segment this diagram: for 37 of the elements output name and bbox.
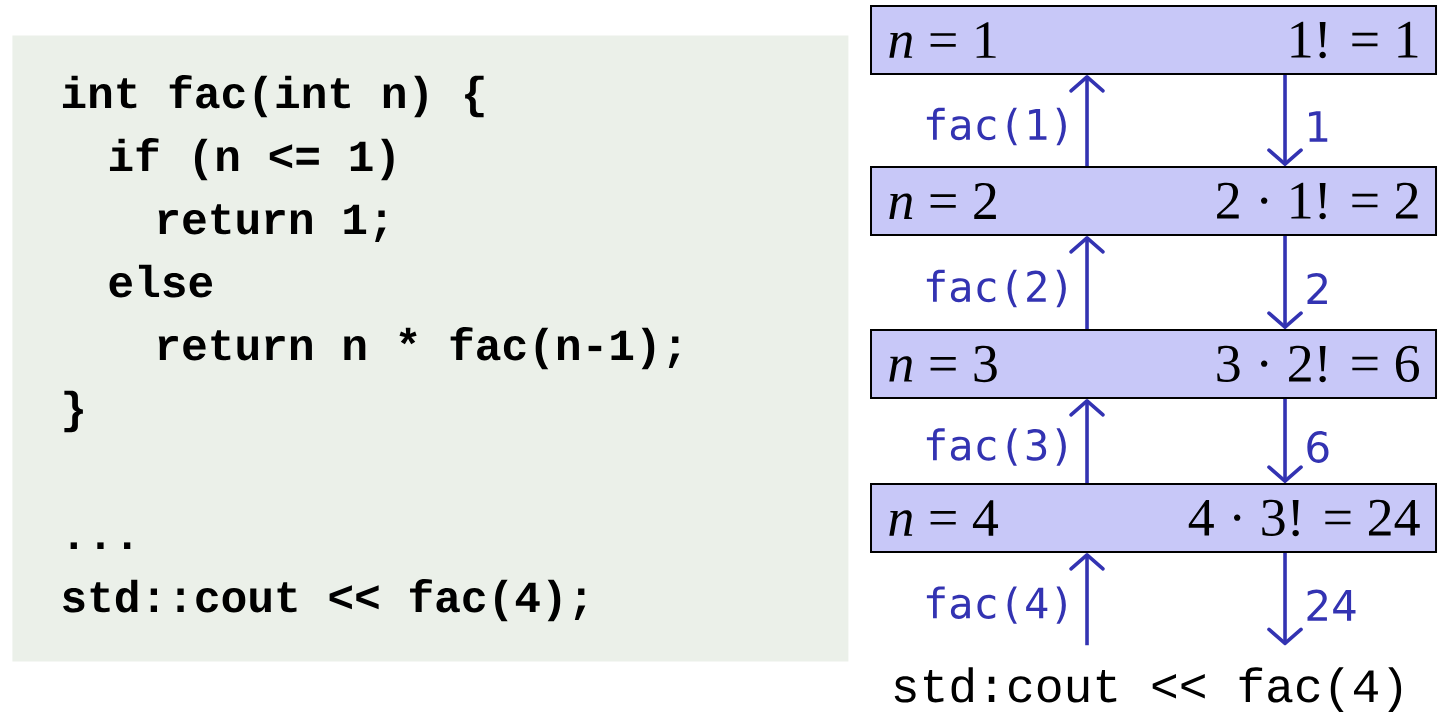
parameter-text: n = 3 xyxy=(889,345,997,383)
arrow xyxy=(1267,75,1303,166)
arrow xyxy=(1069,399,1105,483)
result-text: 3 · 2! = 6 xyxy=(1217,345,1419,383)
parameter-text: n = 2 xyxy=(889,183,996,219)
code-line: else xyxy=(109,264,213,298)
code-line: return n * fac(n-1); xyxy=(158,327,680,370)
arrow xyxy=(1267,553,1303,646)
code-text: std:cout << fac(4) xyxy=(894,667,1402,712)
edge-label: fac(4) xyxy=(926,586,1066,624)
edge-label: fac(2) xyxy=(926,269,1066,308)
code-line: return 1; xyxy=(158,204,386,242)
edge-label: 1 xyxy=(1309,111,1328,142)
result-text: 1! = 1 xyxy=(1291,21,1418,59)
arrow xyxy=(1069,75,1105,166)
arrow xyxy=(1069,236,1105,329)
code-line: std::cout << fac(4); xyxy=(63,579,586,622)
call-box xyxy=(870,483,1437,553)
call-box xyxy=(870,166,1437,236)
code-line: if (n <= 1) xyxy=(110,138,394,181)
edge-label: fac(3) xyxy=(926,428,1066,466)
edge-label: 24 xyxy=(1307,589,1356,621)
edge-label: fac(1) xyxy=(926,107,1066,146)
arrow xyxy=(1267,236,1303,329)
result-text: 2 · 1! = 2 xyxy=(1217,182,1418,220)
parameter-text: n = 1 xyxy=(889,22,996,58)
edge-label: 2 xyxy=(1307,272,1327,305)
code-line: int fac(int n) { xyxy=(63,75,484,118)
call-box xyxy=(870,5,1437,75)
arrow xyxy=(1267,399,1303,483)
result-text: 4 · 3! = 24 xyxy=(1188,499,1420,537)
arrow xyxy=(1069,553,1105,646)
edge-label: 6 xyxy=(1307,431,1329,463)
call-box xyxy=(870,329,1437,399)
code-line: ... xyxy=(70,542,131,549)
parameter-text: n = 4 xyxy=(889,500,999,536)
code-line: } xyxy=(64,390,83,433)
